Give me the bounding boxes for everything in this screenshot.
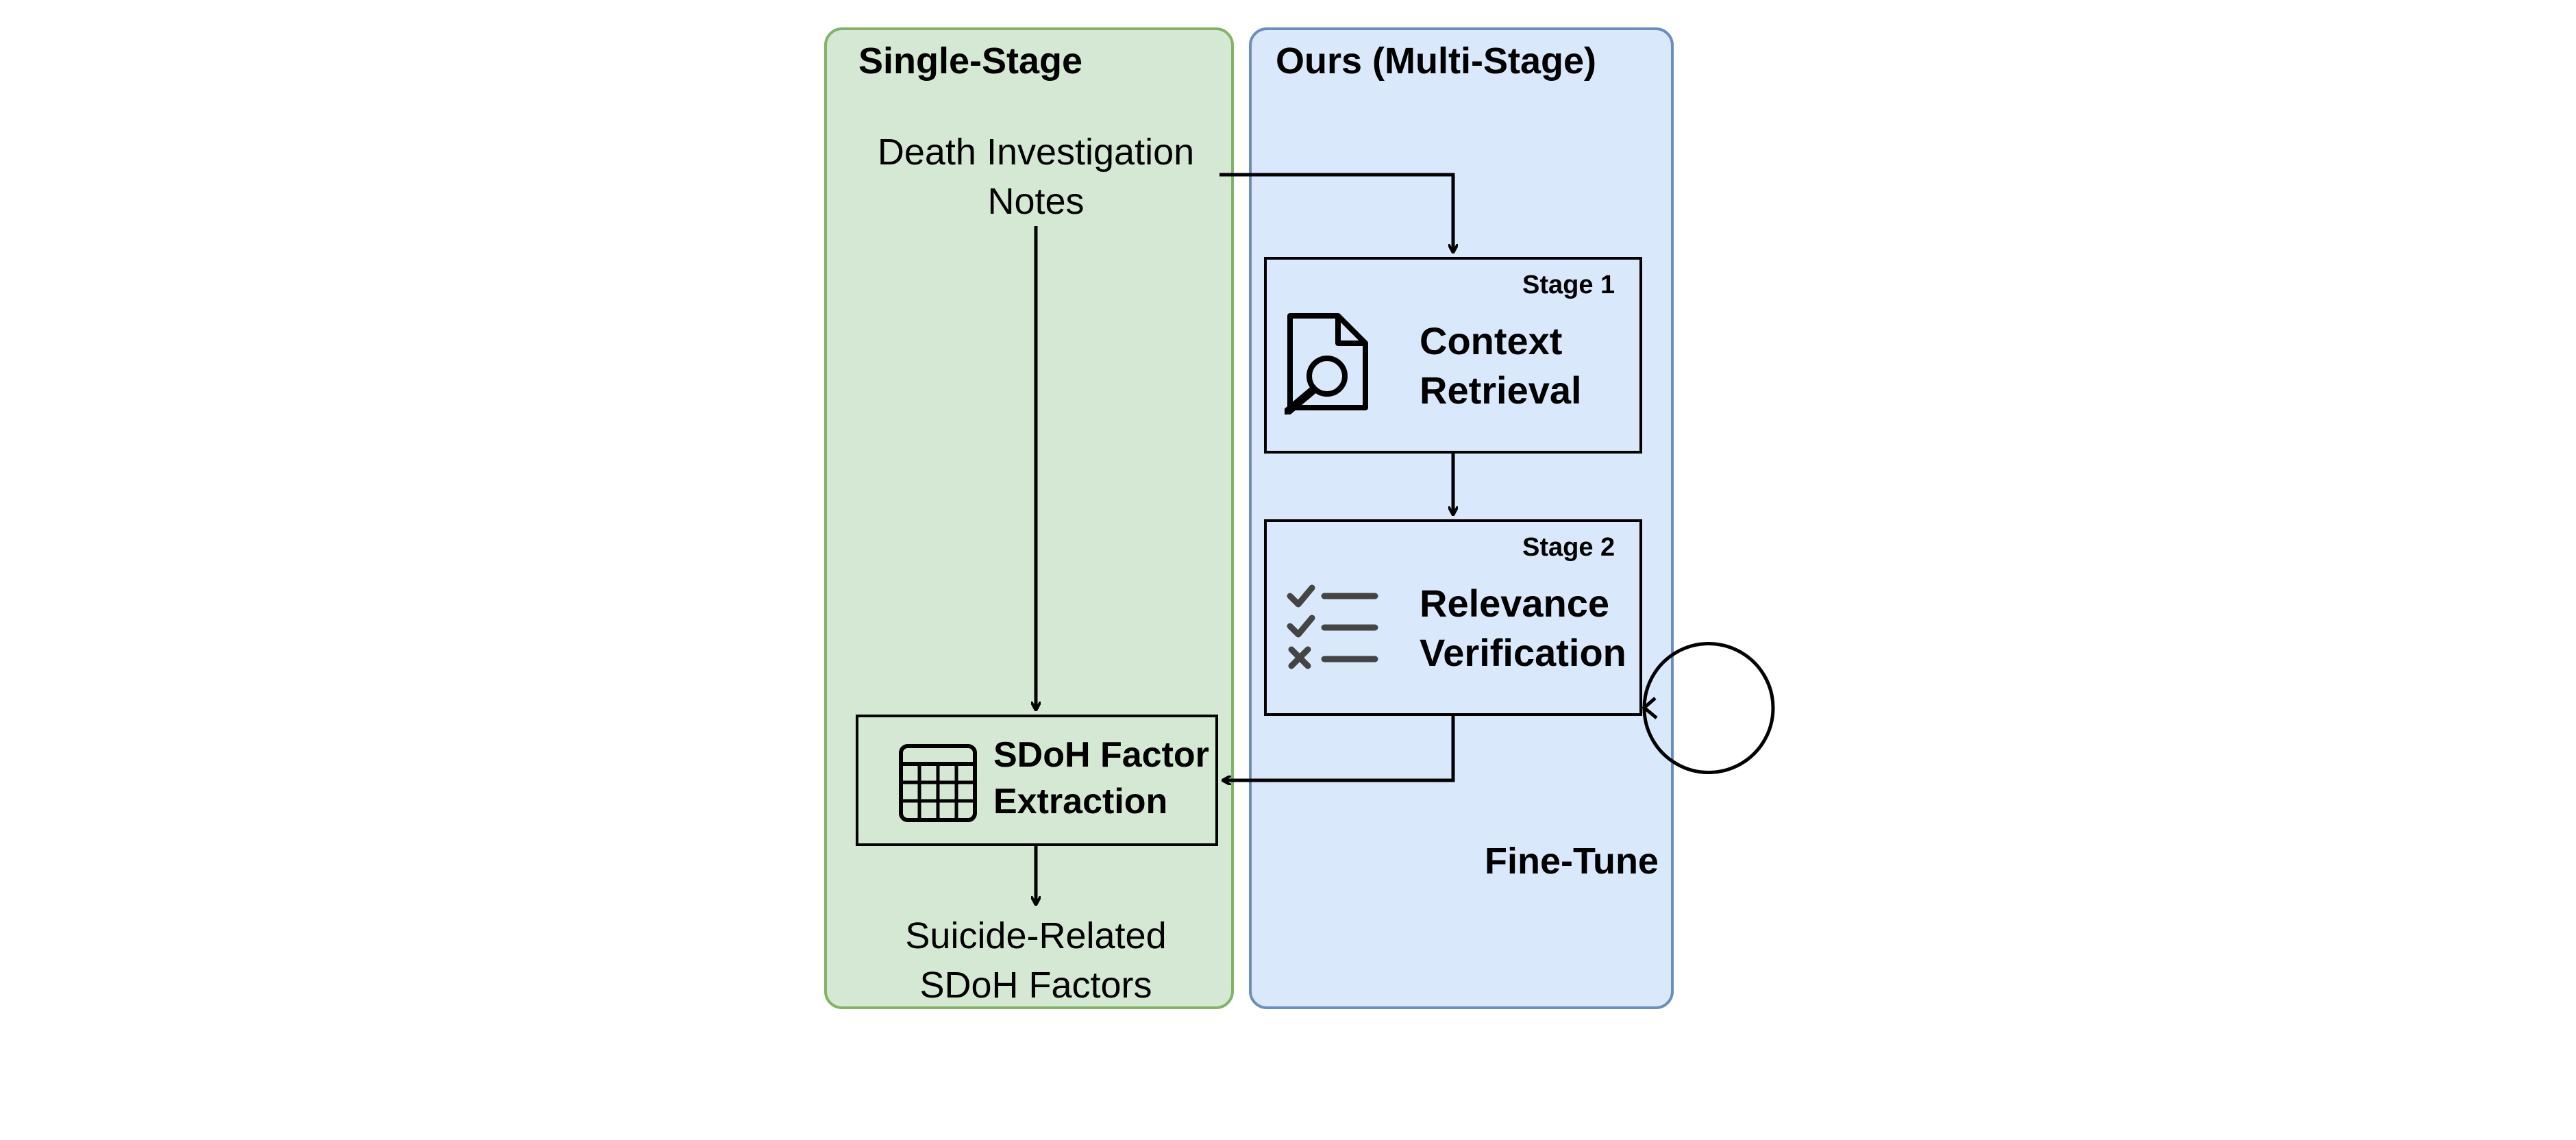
table-grid-icon bbox=[899, 744, 977, 822]
multi-stage-panel bbox=[1249, 27, 1674, 1009]
output-label: Suicide-Related SDoH Factors bbox=[837, 911, 1235, 1010]
document-search-icon bbox=[1285, 313, 1368, 414]
stage2-label: Stage 2 bbox=[1522, 533, 1615, 562]
output-label-line2: SDoH Factors bbox=[919, 965, 1152, 1006]
extraction-title: SDoH Factor Extraction bbox=[993, 732, 1209, 825]
output-label-line1: Suicide-Related bbox=[905, 915, 1167, 956]
extraction-title-line2: Extraction bbox=[993, 782, 1168, 821]
input-label: Death Investigation Notes bbox=[837, 127, 1235, 226]
arrow-stage2-to-extraction bbox=[1223, 716, 1455, 780]
stage1-title: Context Retrieval bbox=[1420, 317, 1582, 415]
extraction-title-line1: SDoH Factor bbox=[993, 735, 1209, 775]
stage1-title-line2: Retrieval bbox=[1420, 369, 1582, 412]
fine-tune-label: Fine-Tune bbox=[1485, 841, 1659, 882]
stage2-title-line1: Relevance bbox=[1420, 582, 1610, 625]
stage2-title-line2: Verification bbox=[1420, 631, 1626, 674]
stage2-box bbox=[1264, 519, 1642, 716]
stage1-title-line1: Context bbox=[1420, 319, 1563, 362]
input-label-line2: Notes bbox=[987, 181, 1085, 222]
arrow-notes-to-stage1 bbox=[1219, 173, 1453, 252]
loop-arrow-icon bbox=[1642, 642, 1775, 774]
stage2-title: Relevance Verification bbox=[1420, 579, 1626, 678]
multi-stage-title: Ours (Multi-Stage) bbox=[1276, 40, 1596, 82]
loop-arrow-head bbox=[1642, 697, 1658, 719]
extraction-box bbox=[856, 715, 1218, 846]
checklist-icon bbox=[1287, 584, 1378, 669]
stage1-label: Stage 1 bbox=[1522, 271, 1615, 299]
input-label-line1: Death Investigation bbox=[877, 132, 1195, 173]
stage1-box bbox=[1264, 257, 1642, 454]
single-stage-title: Single-Stage bbox=[858, 40, 1083, 82]
